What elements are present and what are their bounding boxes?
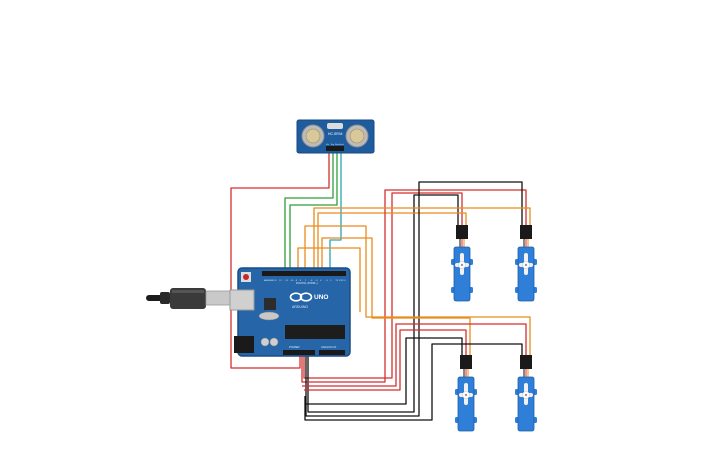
wire-servo-a-gnd[interactable]	[307, 194, 459, 413]
wire-servo-d-gnd[interactable]	[304, 343, 523, 421]
sensor-pin-label: Vcc	[326, 144, 329, 146]
servo-connector	[520, 355, 532, 369]
pin-label: ~9	[295, 280, 298, 282]
wire-sensor-vcc[interactable]	[230, 152, 330, 369]
digital-header-label: DIGITAL (PWM~)	[296, 281, 318, 285]
pin-label: TX 1	[335, 280, 340, 282]
atmega-chip	[285, 325, 345, 339]
arduino-logo-icon	[289, 292, 313, 302]
pin-label: 4	[320, 280, 322, 282]
sensor-pin-label: Echo	[335, 144, 339, 146]
pin-label: RX 0	[341, 280, 347, 282]
pin-label: 2	[330, 280, 332, 282]
wire-servo-a-signal[interactable]	[317, 212, 467, 272]
wire-servo-a-power[interactable]	[303, 192, 463, 379]
pin-label: ~10	[290, 280, 294, 282]
wire-servo-b-signal[interactable]	[313, 207, 531, 272]
pin-label: ~5	[315, 280, 318, 282]
servo-connector	[460, 355, 472, 369]
servos	[451, 225, 537, 432]
dc-power-jack	[234, 336, 254, 353]
usb-cable[interactable]	[146, 288, 231, 309]
pin-label: 13	[274, 280, 277, 282]
wire-sensor-echo[interactable]	[289, 152, 338, 272]
servo-connector	[520, 225, 532, 239]
digital-header	[262, 271, 346, 276]
servo-bottom-left[interactable]	[455, 355, 477, 432]
capacitor	[269, 337, 279, 347]
power-header	[283, 350, 315, 355]
usb-port	[229, 289, 255, 311]
pin-label: ~6	[310, 280, 313, 282]
power-header-label: POWER	[289, 345, 300, 349]
servo-top-right[interactable]	[515, 225, 537, 302]
oscillator	[327, 123, 343, 129]
sensor-pin-label: Gnd	[340, 144, 344, 146]
servo-top-left[interactable]	[451, 225, 473, 302]
pin-label: ~11	[284, 280, 288, 282]
arduino-uno-board[interactable]: UNO ARDUINO DIGITAL (PWM~) POWER ANALOG …	[229, 267, 351, 357]
analog-header-label: ANALOG IN	[321, 345, 336, 349]
sensor-pin-header	[326, 146, 344, 151]
servo-connector	[456, 225, 468, 239]
wires	[230, 152, 531, 421]
board-brand: UNO	[314, 294, 328, 301]
pin-label: 8	[300, 280, 302, 282]
usb-chip	[264, 298, 276, 310]
wire-servo-d-power[interactable]	[302, 323, 527, 387]
wire-sensor-trig[interactable]	[284, 152, 334, 272]
wire-signal-jumper[interactable]	[297, 247, 361, 312]
pin-label: 7	[305, 280, 307, 282]
pin-label: AREF	[264, 279, 270, 282]
wire-servo-d-signal[interactable]	[304, 225, 531, 355]
pin-label: ~3	[325, 280, 328, 282]
analog-header	[319, 350, 345, 355]
capacitor	[260, 337, 270, 347]
board-maker: ARDUINO	[292, 305, 308, 309]
servo-bottom-right[interactable]	[515, 355, 537, 432]
wire-servo-c-power[interactable]	[304, 329, 467, 391]
pin-label: 12	[279, 280, 282, 282]
wire-sensor-gnd[interactable]	[329, 152, 342, 272]
sensor-pin-label: Trig	[331, 143, 334, 146]
sensor-model: HC-SR04	[328, 132, 343, 136]
crystal	[258, 311, 280, 321]
pin-label: GND	[269, 280, 274, 282]
wire-servo-b-gnd[interactable]	[305, 181, 523, 417]
wire-servo-b-power[interactable]	[301, 189, 527, 383]
